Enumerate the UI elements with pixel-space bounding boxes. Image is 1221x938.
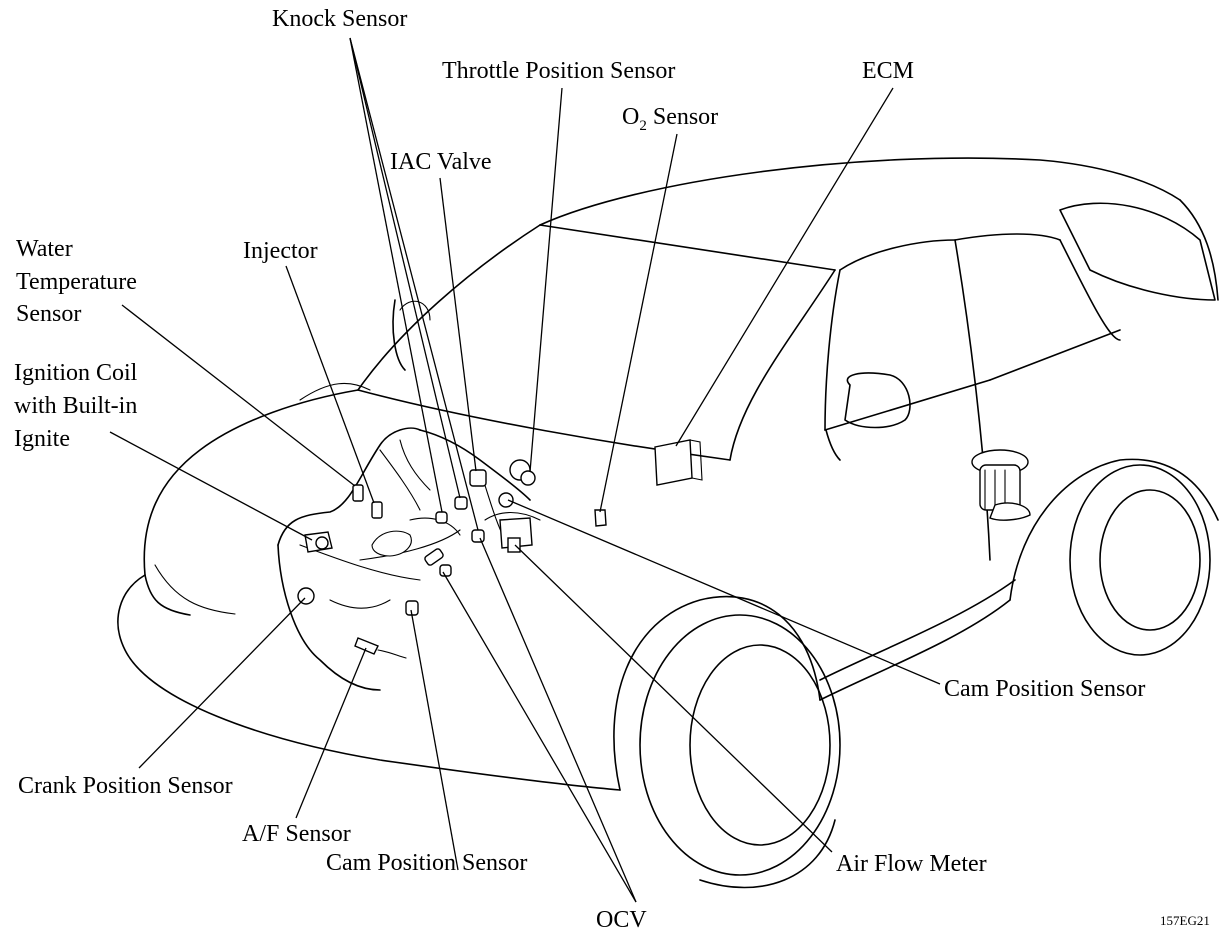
label-ignition-line3: Ignite <box>14 425 70 454</box>
label-injector: Injector <box>243 237 318 266</box>
label-ignition-line2: with Built-in <box>14 392 137 421</box>
label-o2-prefix: O <box>622 104 639 130</box>
engine-bay <box>278 428 540 690</box>
label-ocv: OCV <box>596 906 647 935</box>
label-o2-sensor: O2 Sensor <box>622 103 718 141</box>
label-af-sensor: A/F Sensor <box>242 820 351 849</box>
label-ecm: ECM <box>862 57 914 86</box>
label-iac-valve: IAC Valve <box>390 148 492 177</box>
ecm-unit <box>655 440 692 485</box>
label-throttle-position-sensor: Throttle Position Sensor <box>442 57 675 86</box>
label-o2-suffix: Sensor <box>647 104 718 130</box>
label-air-flow-meter: Air Flow Meter <box>836 850 987 879</box>
label-water-temp-line3: Sensor <box>16 300 81 329</box>
label-ignition-line1: Ignition Coil <box>14 359 137 388</box>
label-water-temp-line2: Temperature <box>16 268 137 297</box>
label-cam-position-sensor-bottom: Cam Position Sensor <box>326 849 527 878</box>
label-crank-position-sensor: Crank Position Sensor <box>18 772 233 801</box>
label-cam-position-sensor-right: Cam Position Sensor <box>944 675 1145 704</box>
fuel-pump-assembly <box>972 450 1030 520</box>
label-o2-subscript: 2 <box>639 118 647 134</box>
vehicle-body <box>118 158 1218 887</box>
label-knock-sensor: Knock Sensor <box>272 5 407 34</box>
figure-code: 157EG21 <box>1160 913 1210 929</box>
label-water-temp-line1: Water <box>16 235 73 264</box>
